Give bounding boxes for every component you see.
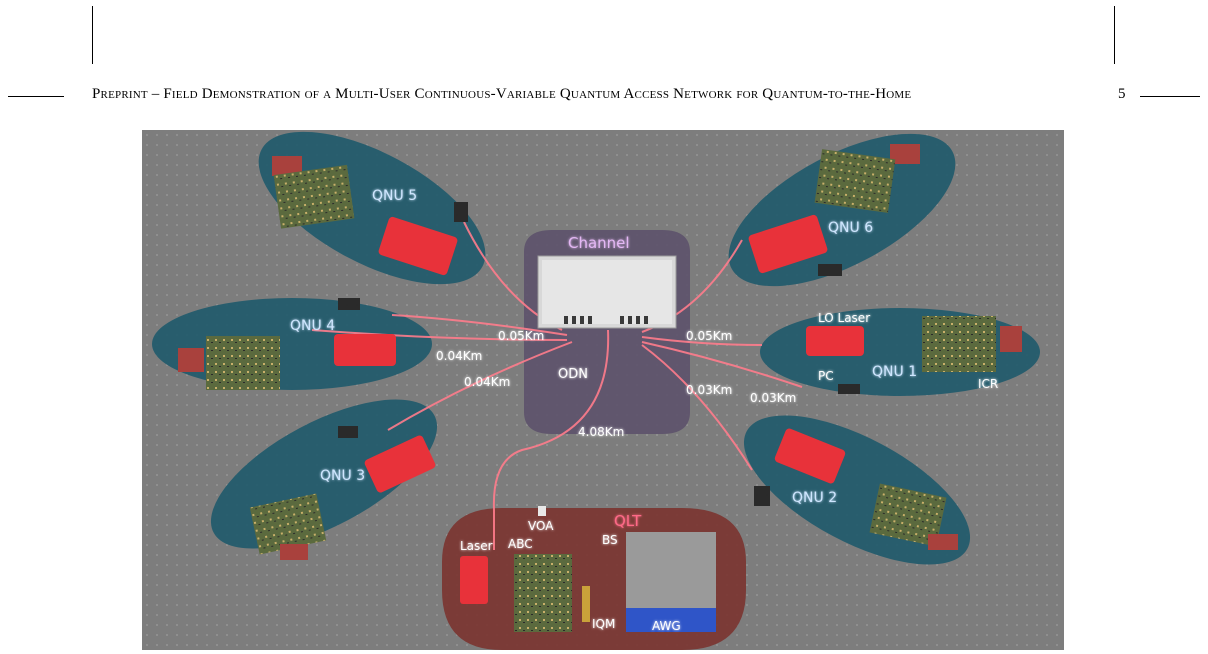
pc-label: PC [818,369,834,383]
qnu4-devices [178,298,396,390]
distance-qnu5: 0.05Km [498,329,544,343]
distance-qnu4: 0.04Km [436,349,482,363]
qnu6-label: QNU 6 [828,220,873,236]
qnu1-devices [806,316,1022,394]
qnu5-label: QNU 5 [372,188,417,204]
channel-box [537,255,677,329]
distance-qnu1: 0.03Km [750,391,796,405]
crop-mark-right [1114,6,1115,64]
lo-laser-label: LO Laser [818,311,870,325]
icr-label: ICR [978,377,998,391]
awg-label: AWG [652,619,681,633]
qnu5-devices [272,156,468,276]
qlt-label: QLT [614,512,642,530]
distance-qnu6: 0.05Km [686,329,732,343]
header-rule-right [1140,96,1200,97]
distance-qnu2: 0.03Km [686,383,732,397]
voa-label: VOA [528,519,554,533]
qnu4-label: QNU 4 [290,318,335,334]
iqm-label: IQM [592,617,615,631]
qnu1-label: QNU 1 [872,364,917,380]
header-rule-left [8,96,64,97]
laser-label: Laser [460,539,493,553]
fiber-links [311,221,803,550]
abc-label: ABC [508,537,533,551]
page-number: 5 [1118,86,1126,102]
qlt-devices [460,506,716,632]
crop-mark-left [92,6,93,64]
qnu2-devices [754,428,958,550]
qnu2-label: QNU 2 [792,490,837,506]
running-header: Preprint – Field Demonstration of a Mult… [92,86,912,102]
qnu6-devices [748,144,920,276]
bs-label: BS [602,533,618,547]
distance-feeder: 4.08Km [578,425,624,439]
qnu3-devices [249,426,436,560]
network-figure: Channel ODN QNU 5 QNU 6 QNU 4 QNU 1 QNU … [142,130,1064,650]
distance-qnu3: 0.04Km [464,375,510,389]
channel-label: Channel [568,234,630,252]
qnu3-label: QNU 3 [320,468,365,484]
odn-label: ODN [558,367,588,382]
